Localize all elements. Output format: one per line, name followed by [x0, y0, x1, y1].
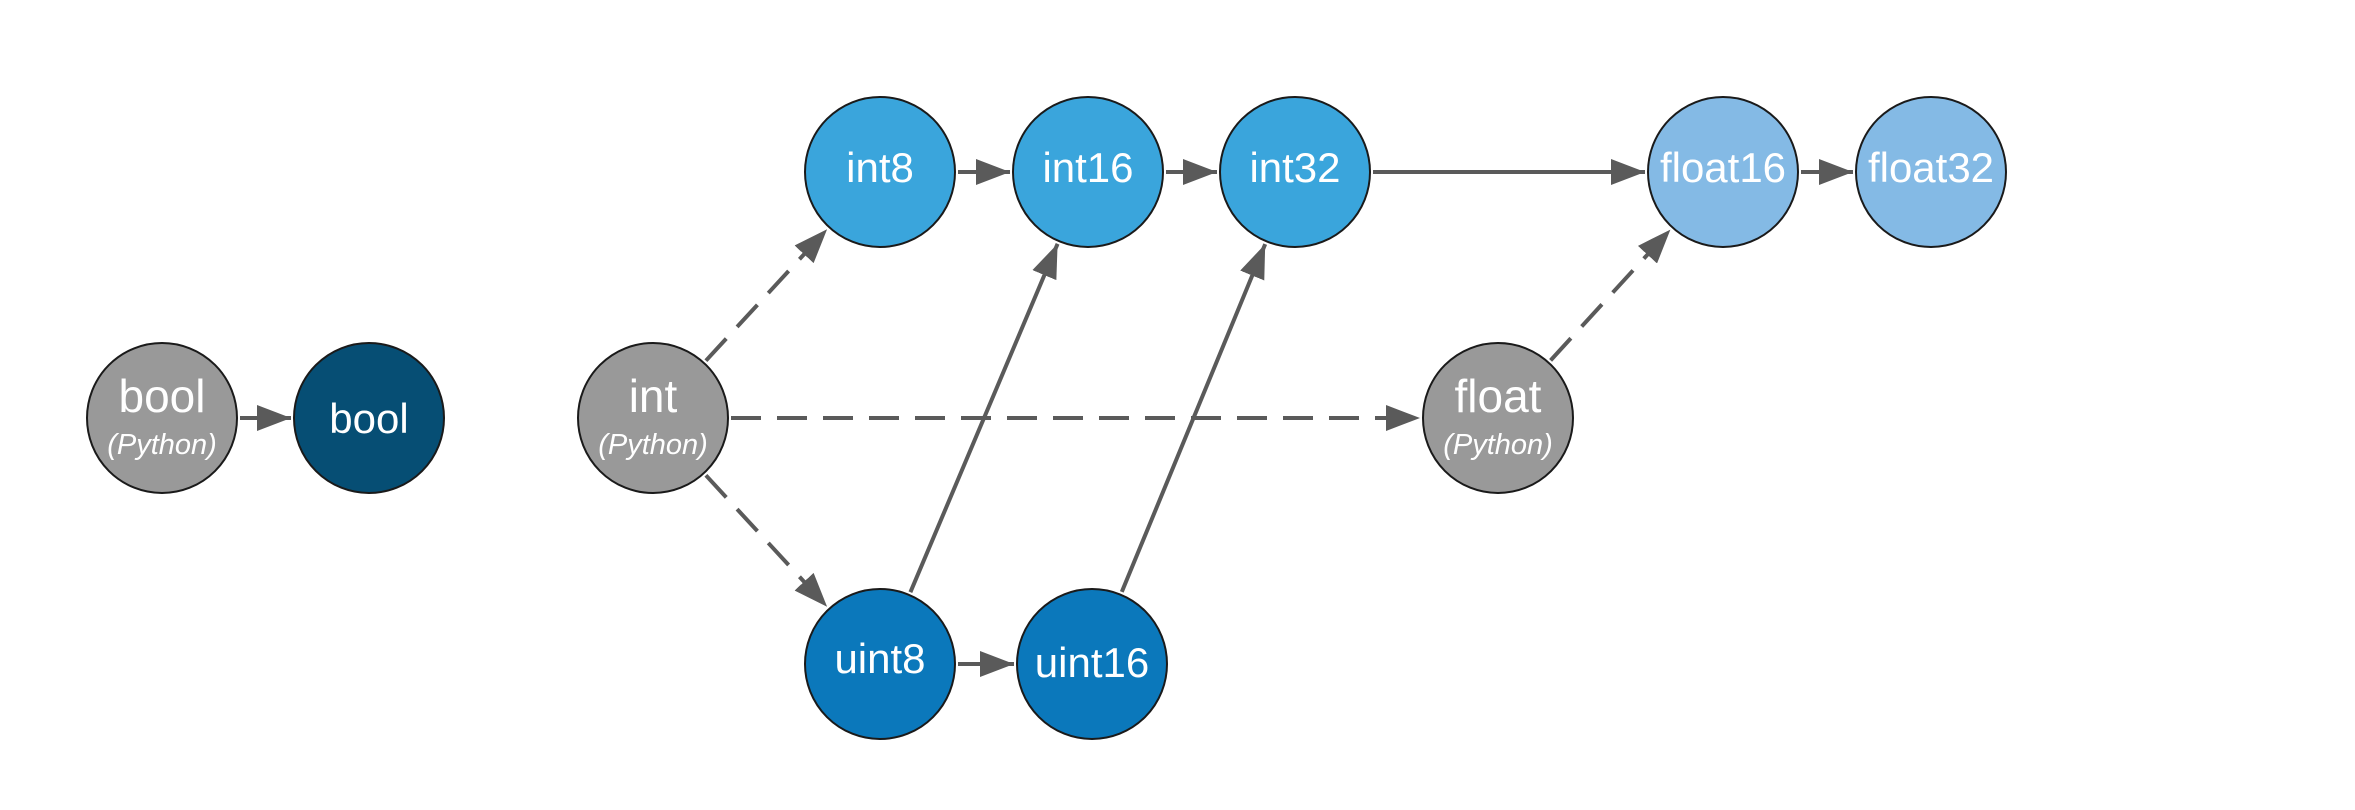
- node-float16-label: float16: [1660, 144, 1786, 191]
- node-float-python-label: float: [1455, 370, 1542, 422]
- nodes: bool (Python) bool int (Python) int8 int…: [86, 96, 2007, 740]
- edges: [240, 159, 1853, 677]
- node-int16-circle: [1012, 96, 1164, 248]
- edge-int-python-to-uint8: [704, 473, 829, 609]
- node-bool-circle: [293, 342, 445, 494]
- node-uint8: uint8: [804, 588, 956, 740]
- node-uint16: uint16: [1016, 588, 1168, 740]
- node-bool: bool: [293, 342, 445, 494]
- node-int-python-label: int: [629, 370, 678, 422]
- node-int32-label: int32: [1249, 144, 1340, 191]
- node-float16: float16: [1647, 96, 1799, 248]
- node-float16-circle: [1647, 96, 1799, 248]
- node-uint8-circle: [804, 588, 956, 740]
- node-float-python-circle: [1422, 342, 1574, 494]
- node-bool-label: bool: [329, 395, 408, 442]
- node-float32-circle: [1855, 96, 2007, 248]
- node-int-python-circle: [577, 342, 729, 494]
- node-int-python: int (Python): [577, 342, 729, 494]
- node-float32-label: float32: [1868, 144, 1994, 191]
- node-float32: float32: [1855, 96, 2007, 248]
- node-float-python-sublabel: (Python): [1443, 429, 1553, 461]
- node-uint16-label: uint16: [1035, 639, 1149, 686]
- node-uint8-label: uint8: [834, 635, 925, 682]
- edge-int-python-to-int8: [704, 227, 829, 363]
- node-int8-label: int8: [846, 144, 914, 191]
- node-int16-label: int16: [1042, 144, 1133, 191]
- node-int-python-sublabel: (Python): [598, 429, 708, 461]
- edge-uint8-to-int16: [908, 243, 1060, 593]
- edge-float-python-to-float16: [1549, 228, 1672, 362]
- node-bool-python-sublabel: (Python): [107, 429, 217, 461]
- node-int32-circle: [1219, 96, 1371, 248]
- node-int8-circle: [804, 96, 956, 248]
- edge-uint16-to-int32: [1119, 243, 1268, 593]
- node-bool-python-label: bool: [119, 370, 206, 422]
- node-int16: int16: [1012, 96, 1164, 248]
- node-float-python: float (Python): [1422, 342, 1574, 494]
- node-int8: int8: [804, 96, 956, 248]
- node-int32: int32: [1219, 96, 1371, 248]
- node-bool-python: bool (Python): [86, 342, 238, 494]
- node-uint16-circle: [1016, 588, 1168, 740]
- node-bool-python-circle: [86, 342, 238, 494]
